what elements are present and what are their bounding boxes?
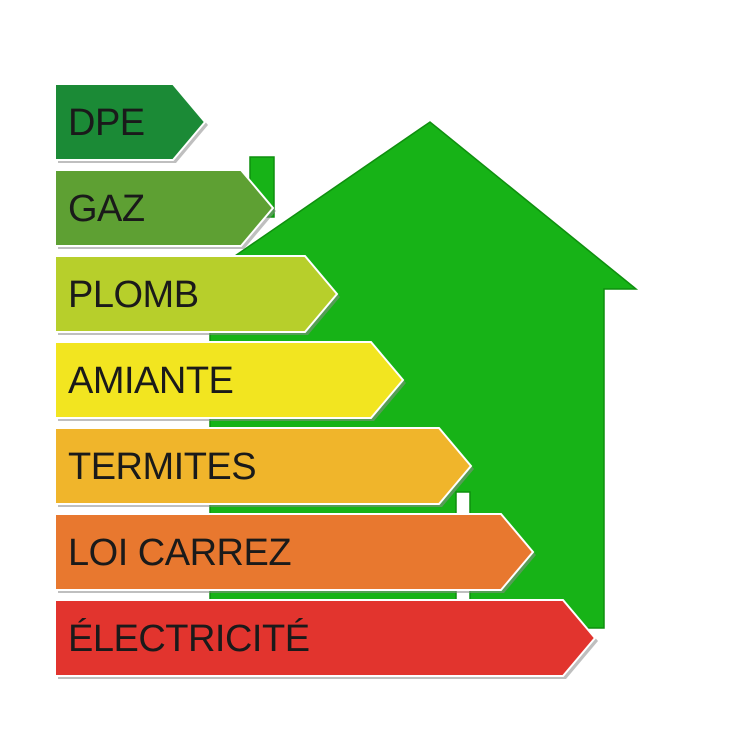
band-arrow <box>54 599 597 677</box>
band-label: ÉLECTRICITÉ <box>68 617 310 660</box>
band-label: GAZ <box>68 188 145 230</box>
band-label: PLOMB <box>68 274 199 316</box>
band-arrow <box>54 427 473 505</box>
rating-band: AMIANTE <box>54 341 406 421</box>
rating-band: ÉLECTRICITÉ <box>54 599 598 679</box>
band-label: DPE <box>68 102 145 144</box>
band-arrow <box>54 341 405 419</box>
rating-band: TERMITES <box>54 427 474 507</box>
band-label: LOI CARREZ <box>68 532 291 574</box>
band-arrow <box>54 83 207 161</box>
rating-bands: DPE GAZ PLOMB AMIANTE TERMITES LOI CARREZ ÉLEC… <box>54 83 598 679</box>
rating-band: DPE <box>54 83 208 163</box>
band-label: AMIANTE <box>68 360 233 402</box>
band-arrow <box>54 255 339 333</box>
rating-band: PLOMB <box>54 255 340 335</box>
band-label: TERMITES <box>68 446 256 488</box>
band-arrow <box>54 513 535 591</box>
rating-band: GAZ <box>54 169 276 249</box>
rating-band: LOI CARREZ <box>54 513 536 593</box>
band-arrow <box>54 169 275 247</box>
